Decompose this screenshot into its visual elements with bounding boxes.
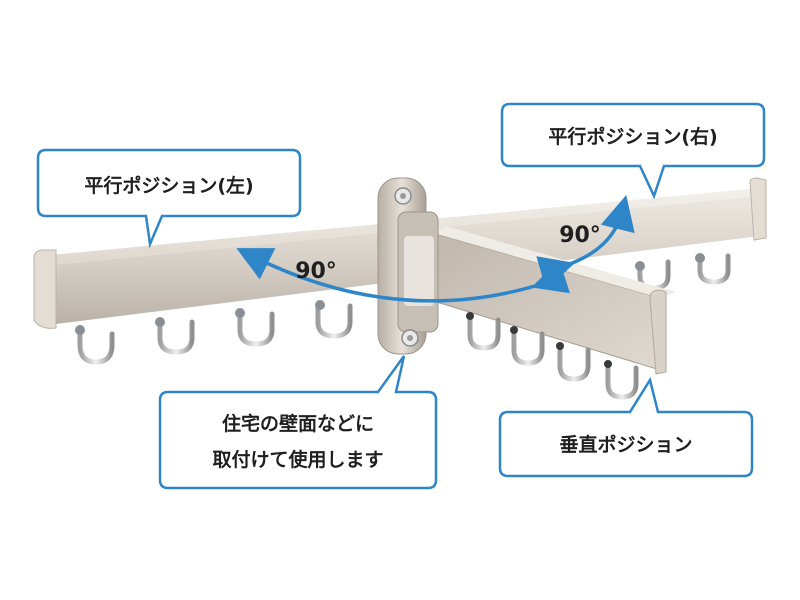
rotation-arrow-left	[236, 248, 571, 303]
callout-vertical: 垂直ポジション	[498, 376, 754, 478]
angle-label-left: 90°	[295, 259, 337, 284]
callout-wall-mount-line2: 取付けて使用します	[212, 448, 383, 471]
hook-caps-left	[75, 253, 705, 335]
hook-group-vertical	[467, 315, 639, 400]
callout-wall-mount: 住宅の壁面などに 取付けて使用します	[158, 355, 438, 490]
callout-wall-mount-line1: 住宅の壁面などに	[222, 412, 374, 435]
callout-vertical-text: 垂直ポジション	[559, 433, 692, 456]
angle-label-right: 90°	[559, 223, 601, 248]
callout-parallel-left-text: 平行ポジション(左)	[84, 174, 253, 197]
callout-parallel-right-text: 平行ポジション(右)	[548, 125, 717, 148]
bolt-icon	[394, 187, 419, 347]
hook-caps-vertical	[466, 312, 612, 368]
callout-parallel-right: 平行ポジション(右)	[500, 102, 766, 200]
callout-parallel-left: 平行ポジション(左)	[36, 148, 302, 249]
rotation-arrow-right	[536, 195, 635, 290]
wall-bracket	[377, 177, 439, 355]
